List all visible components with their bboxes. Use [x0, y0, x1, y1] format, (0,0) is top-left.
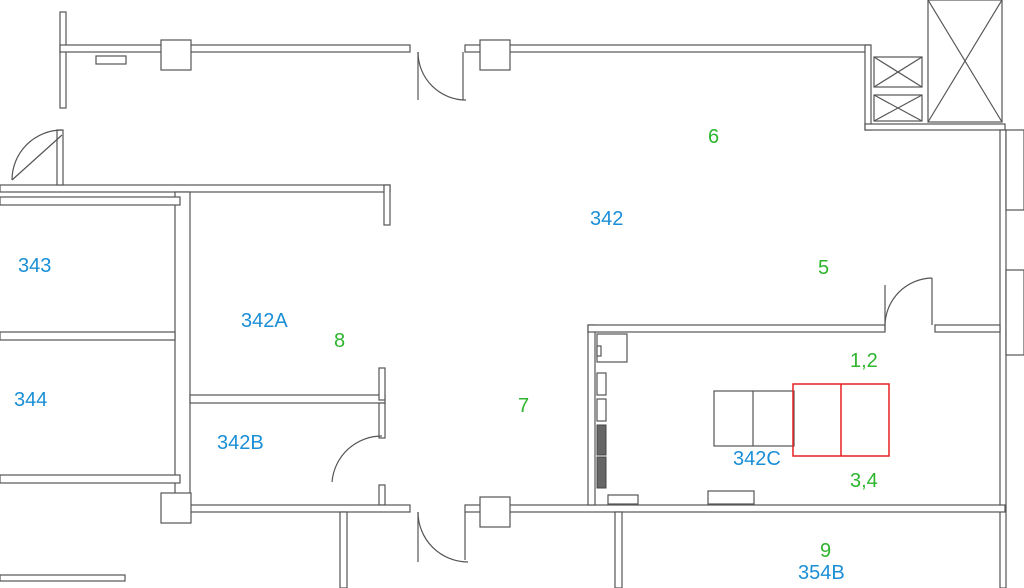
- room-label-342a: 342A: [241, 310, 288, 332]
- point-label-1-2: 1,2: [850, 350, 878, 372]
- point-label-3-4: 3,4: [850, 470, 878, 492]
- room-label-344: 344: [14, 389, 48, 411]
- furniture-342c: [596, 333, 890, 505]
- point-label-6: 6: [708, 126, 720, 148]
- room-label-342: 342: [590, 208, 624, 230]
- room-label-354b: 354B: [798, 562, 845, 584]
- elevator-shafts: [873, 0, 1003, 123]
- room-label-343: 343: [18, 255, 52, 277]
- point-label-5: 5: [818, 257, 830, 279]
- walls: [0, 11, 1024, 588]
- room-label-342b: 342B: [217, 432, 264, 454]
- point-label-7: 7: [518, 395, 530, 417]
- point-label-8: 8: [334, 330, 346, 352]
- doors: [11, 51, 933, 563]
- point-label-9: 9: [820, 540, 832, 562]
- room-label-342c: 342C: [733, 448, 781, 470]
